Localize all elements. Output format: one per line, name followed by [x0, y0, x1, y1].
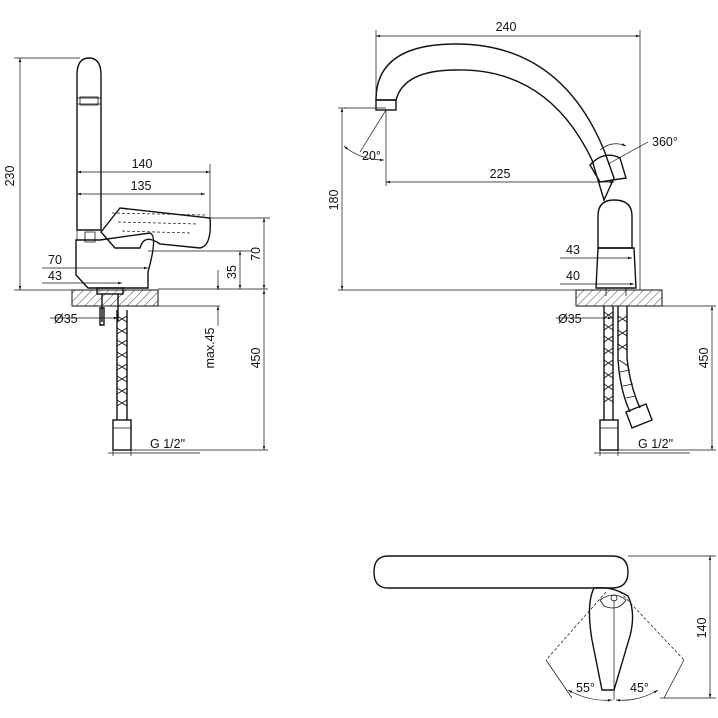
front-angle-20: 20° — [362, 149, 381, 163]
side-view: 230 140 135 70 43 35 70 Ø35 max.45 450 G… — [3, 57, 270, 456]
side-dim-43: 43 — [48, 269, 62, 283]
front-dim-240: 240 — [496, 20, 517, 34]
side-dim-max45: max.45 — [203, 327, 217, 368]
side-dim-70b: 70 — [249, 247, 263, 261]
side-hose — [116, 310, 128, 420]
front-spout — [375, 43, 615, 202]
side-dim-140: 140 — [132, 157, 153, 171]
front-hose-nut-a — [599, 419, 619, 451]
top-angle-55: 55° — [576, 681, 595, 695]
top-spout — [373, 555, 629, 589]
front-countertop — [575, 289, 663, 307]
side-body — [75, 232, 155, 289]
front-hoses — [603, 306, 641, 420]
side-countertop — [71, 289, 159, 307]
front-rotation: 360° — [652, 135, 678, 149]
top-body — [588, 586, 634, 691]
front-dim-450: 450 — [697, 348, 711, 369]
front-hose-nut-b — [625, 403, 653, 429]
front-view: 240 360° 20° 225 180 43 40 Ø35 450 G 1/2… — [327, 20, 716, 456]
front-aerator — [375, 99, 397, 111]
side-dim-230: 230 — [3, 166, 17, 187]
front-dim-40: 40 — [566, 269, 580, 283]
side-thread: G 1/2" — [150, 437, 185, 451]
front-dim-180: 180 — [327, 190, 341, 211]
side-dim-35: 35 — [225, 265, 239, 279]
top-angle-45: 45° — [630, 681, 649, 695]
side-dim-450: 450 — [249, 348, 263, 369]
front-handle — [597, 199, 633, 249]
top-dim-140: 140 — [695, 618, 709, 639]
front-body — [595, 247, 637, 289]
front-dim-43: 43 — [566, 243, 580, 257]
side-dim-70: 70 — [48, 253, 62, 267]
front-dim-dia35: Ø35 — [558, 312, 582, 326]
side-hose-nut — [112, 419, 132, 451]
front-thread: G 1/2" — [638, 437, 673, 451]
side-spout — [76, 57, 102, 231]
side-handle — [100, 207, 211, 249]
side-dim-dia35: Ø35 — [54, 312, 78, 326]
front-dim-225: 225 — [490, 167, 511, 181]
side-dim-135: 135 — [131, 179, 152, 193]
top-view: 55° 45° 140 — [373, 555, 716, 702]
